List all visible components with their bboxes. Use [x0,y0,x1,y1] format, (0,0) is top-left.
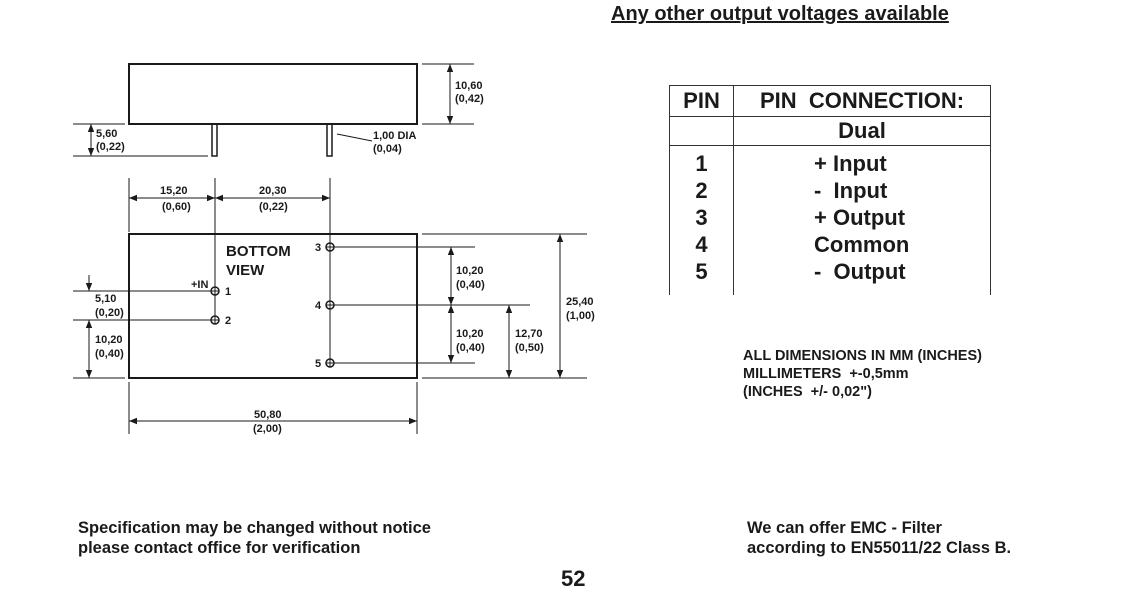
pin-connection: + Output [814,205,906,230]
dim-10-bot-in: (0,40) [456,342,485,354]
dim-10-left-in: (0,40) [95,348,124,360]
pin-hole-2 [210,315,220,325]
pin-dia-in: (0,04) [373,143,402,155]
pin-hole-4 [325,300,335,310]
pin-connection: Common [814,232,910,257]
footer-line: please contact office for verification [78,539,361,557]
height-dim-mm: 10,60 [455,80,483,92]
pin-connection: - Input [814,178,888,203]
pin-length-mm: 5,60 [96,128,117,140]
pin-dia-mm: 1,00 DIA [373,130,416,142]
plus-in-label: +IN [191,279,208,291]
dim-15-in: (0,60) [162,201,191,213]
header-connection: PIN CONNECTION: [733,85,991,117]
note-line: ALL DIMENSIONS IN MM (INCHES) [743,348,982,364]
pin-number: 5 [695,259,708,284]
pin-label-2: 2 [225,315,231,327]
dim-50-in: (2,00) [253,423,282,435]
dim-10-top-in: (0,40) [456,279,485,291]
pin-hole-5 [325,358,335,368]
pin-label-3: 3 [315,242,321,254]
pin-hole-1 [210,286,220,296]
dim-25-mm: 25,40 [566,296,594,308]
pin-number: 1 [695,151,708,176]
pin-numbers: 1 2 3 4 5 [669,145,734,295]
pin-connection: - Output [814,259,906,284]
headline: Any other output voltages available [611,3,949,25]
subheader-dual: Dual [733,116,991,146]
side-view-pin [211,123,218,157]
header-pin: PIN [669,85,734,117]
footer-line: Specification may be changed without not… [78,519,431,537]
dim-10-left-mm: 10,20 [95,334,123,346]
footer-emc-note: We can offer EMC - Filter according to E… [747,518,1011,558]
dim-10-top-mm: 10,20 [456,265,484,277]
footer-line: We can offer EMC - Filter [747,519,942,537]
pin-label-4: 4 [315,300,322,312]
pin-label-1: 1 [225,286,231,298]
pin-connection-table: PIN PIN CONNECTION: Dual 1 2 3 4 5 + Inp… [669,85,991,295]
dim-5-in: (0,20) [95,307,124,319]
pin-connections: + Input - Input + Output Common - Output [733,145,991,295]
bottom-view-label-2: VIEW [226,262,265,279]
pin-number: 4 [695,232,708,257]
footer-line: according to EN55011/22 Class B. [747,539,1012,557]
dimension-notes: ALL DIMENSIONS IN MM (INCHES) MILLIMETERS… [743,347,982,401]
side-view-body [128,63,418,125]
note-line: MILLIMETERS +-0,5mm [743,366,909,382]
pin-length-in: (0,22) [96,141,125,153]
bottom-view-body [128,233,418,379]
dim-15-mm: 15,20 [160,185,188,197]
dim-12-mm: 12,70 [515,328,543,340]
dim-5-mm: 5,10 [95,293,116,305]
pin-connection: + Input [814,151,887,176]
pin-label-5: 5 [315,358,321,370]
footer-disclaimer: Specification may be changed without not… [78,518,431,558]
mechanical-drawing: 10,60 (0,42) 5,60 (0,22) 1,00 DIA (0,04)… [73,63,595,435]
height-dim-in: (0,42) [455,93,484,105]
dim-50-mm: 50,80 [254,409,282,421]
pin-number: 2 [695,178,708,203]
dim-20-in: (0,22) [259,201,288,213]
note-line: (INCHES +/- 0,02") [743,384,872,400]
dim-20-mm: 20,30 [259,185,287,197]
dim-10-bot-mm: 10,20 [456,328,484,340]
side-view-pin [326,123,333,157]
bottom-view-label-1: BOTTOM [226,243,291,260]
pin-number: 3 [695,205,708,230]
pin-hole-3 [325,242,335,252]
dim-12-in: (0,50) [515,342,544,354]
page-number: 52 [561,566,586,591]
dim-25-in: (1,00) [566,310,595,322]
